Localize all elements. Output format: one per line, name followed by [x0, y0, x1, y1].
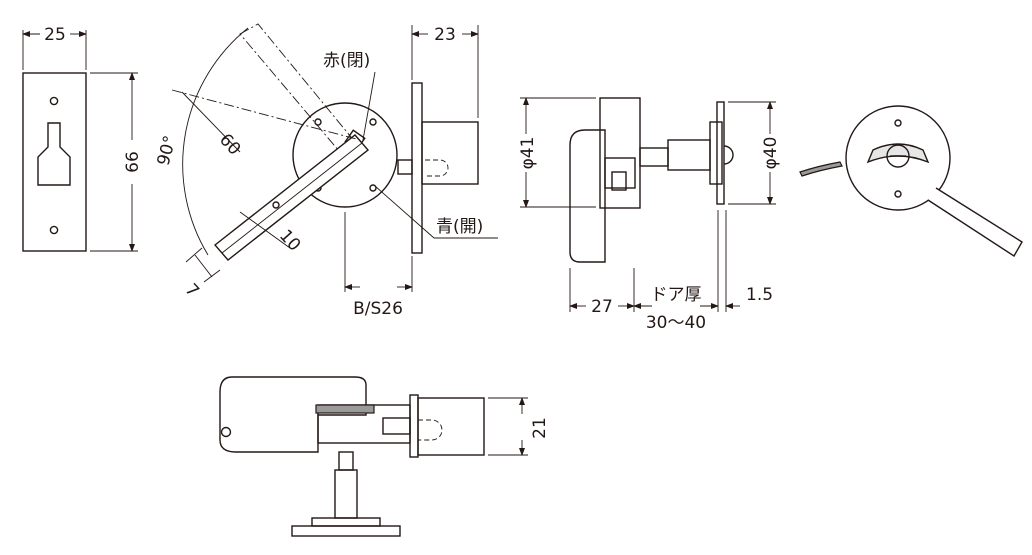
- rosette: [292, 102, 398, 208]
- outside-rosette: [845, 105, 951, 211]
- outside-indicator-view: [799, 105, 1023, 257]
- screw-hole-bottom: [49, 225, 59, 235]
- dim-height-21: 21: [530, 417, 550, 439]
- dim-width-23: 23: [434, 25, 456, 45]
- dim-door-thickness-label: ドア厚: [651, 285, 702, 305]
- dim-width-25: 25: [44, 25, 66, 45]
- dim-lever-60: 60: [215, 130, 244, 159]
- side-section-view: φ41 φ40 27 ドア厚 30〜40 1.5: [518, 97, 781, 333]
- indicator-window: [866, 143, 930, 164]
- plan-latch-case: [417, 397, 485, 456]
- dim-depth-27: 27: [591, 297, 613, 317]
- dim-lever-7: 7: [181, 280, 203, 301]
- strike-opening: [37, 122, 71, 186]
- screw-hole-top: [49, 96, 59, 106]
- emergency-slot: [886, 144, 910, 168]
- case-block: [599, 97, 641, 209]
- dim-backset: B/S26: [353, 299, 403, 319]
- dim-door-thickness-range: 30〜40: [646, 313, 706, 333]
- latch-case: [421, 121, 479, 185]
- strike-plate-view: 25 66: [22, 25, 143, 252]
- dim-dia-41: φ41: [518, 137, 538, 170]
- rotation-arc: [182, 27, 249, 256]
- plan-base-plate: [291, 525, 401, 537]
- plan-faceplate: [409, 394, 419, 458]
- inner-knob-body: [569, 129, 606, 263]
- plan-spindle: [334, 469, 358, 519]
- dim-plate-1-5: 1.5: [746, 285, 773, 305]
- plan-view: 21: [219, 376, 550, 537]
- label-red-locked: 赤(閉): [323, 51, 370, 71]
- dim-lever-10: 10: [275, 226, 304, 255]
- label-blue-open: 青(開): [436, 217, 483, 237]
- outer-plate: [709, 121, 723, 185]
- faceplate-side: [411, 82, 423, 254]
- coin-tool: [799, 161, 843, 177]
- dim-dia-40: φ40: [761, 137, 781, 170]
- plan-knob-body: [219, 376, 367, 453]
- dim-angle-90: 90°: [154, 134, 181, 168]
- outside-lever: [927, 187, 1023, 257]
- spindle: [667, 139, 711, 171]
- lever-alt-position: [239, 23, 361, 159]
- strike-plate-outline: [22, 72, 87, 252]
- dim-height-66: 66: [123, 151, 143, 173]
- thumbturn-front-view: 90° 60 10 7 赤(閉) 青(開): [154, 23, 498, 319]
